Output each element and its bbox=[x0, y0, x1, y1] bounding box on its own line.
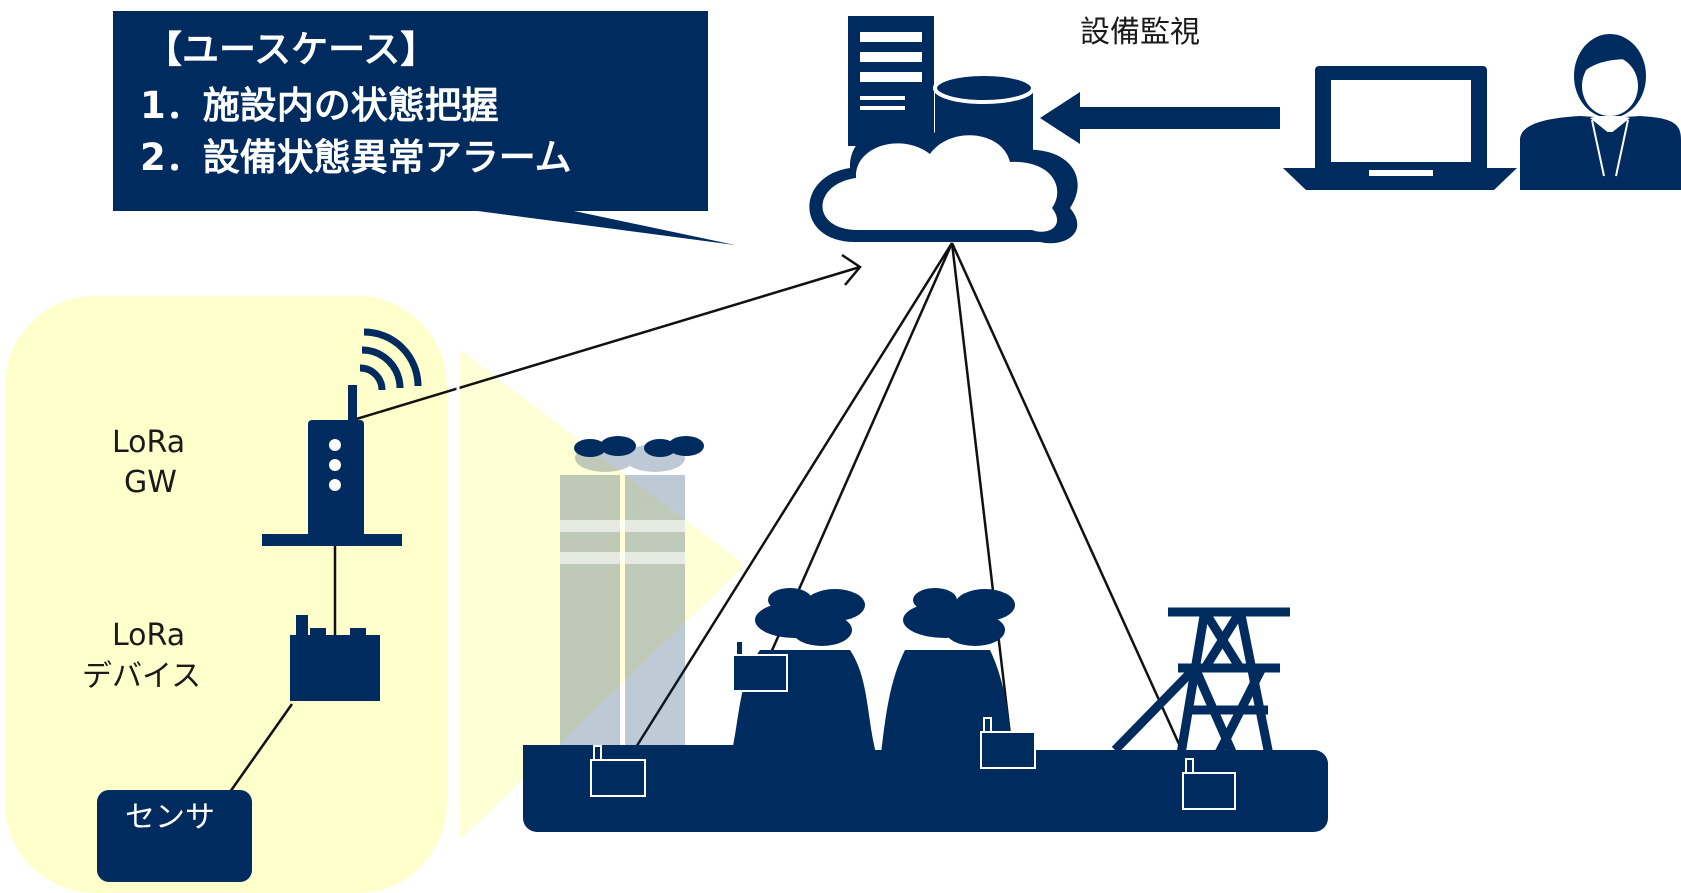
lora-device-icon bbox=[290, 615, 380, 701]
gw-to-cloud-line bbox=[352, 265, 861, 422]
tank-icon bbox=[1094, 752, 1160, 832]
lora-device-icon bbox=[1182, 758, 1236, 810]
person-icon bbox=[1520, 34, 1681, 190]
lora-device-icon bbox=[732, 640, 788, 692]
gateway-icon bbox=[262, 385, 402, 546]
cooling-tower-icon bbox=[870, 588, 1022, 820]
cloud-icon bbox=[809, 117, 1078, 244]
device-label-line2: デバイス bbox=[82, 659, 201, 694]
device-label-line1: LoRa bbox=[112, 618, 185, 653]
server-icon bbox=[848, 16, 934, 146]
cloud-to-device-4 bbox=[950, 242, 1200, 787]
smoke-puff-icon bbox=[574, 436, 704, 457]
lora-device-icon bbox=[980, 717, 1036, 769]
gw-label-line1: LoRa bbox=[112, 425, 185, 460]
device-to-sensor-line bbox=[228, 703, 294, 793]
wifi-signal-icon bbox=[359, 328, 422, 391]
factory-icon bbox=[523, 436, 1328, 832]
gw-to-cloud-arrowhead bbox=[841, 253, 862, 286]
lora-device-icon bbox=[590, 745, 646, 797]
usecase-item-1: 1．施設内の状態把握 bbox=[140, 84, 499, 127]
connection-lines bbox=[228, 242, 1200, 793]
cloud-to-device-3 bbox=[950, 242, 1012, 736]
gw-label-line2: GW bbox=[124, 465, 177, 500]
cloud-to-device-1 bbox=[626, 242, 954, 761]
monitoring-arrow bbox=[1040, 92, 1280, 144]
sensor-label: センサ bbox=[125, 800, 215, 835]
cloud-to-device-2 bbox=[768, 242, 954, 656]
tank-icon bbox=[1026, 762, 1076, 832]
usecase-callout: 【ユースケース】 1．施設内の状態把握 2．設備状態異常アラーム bbox=[113, 11, 735, 245]
laptop-icon bbox=[1283, 66, 1517, 190]
monitoring-label: 設備監視 bbox=[1080, 15, 1200, 50]
usecase-title: 【ユースケース】 bbox=[145, 28, 437, 71]
sensor-icon: センサ bbox=[97, 790, 252, 882]
usecase-item-2: 2．設備状態異常アラーム bbox=[140, 136, 572, 179]
